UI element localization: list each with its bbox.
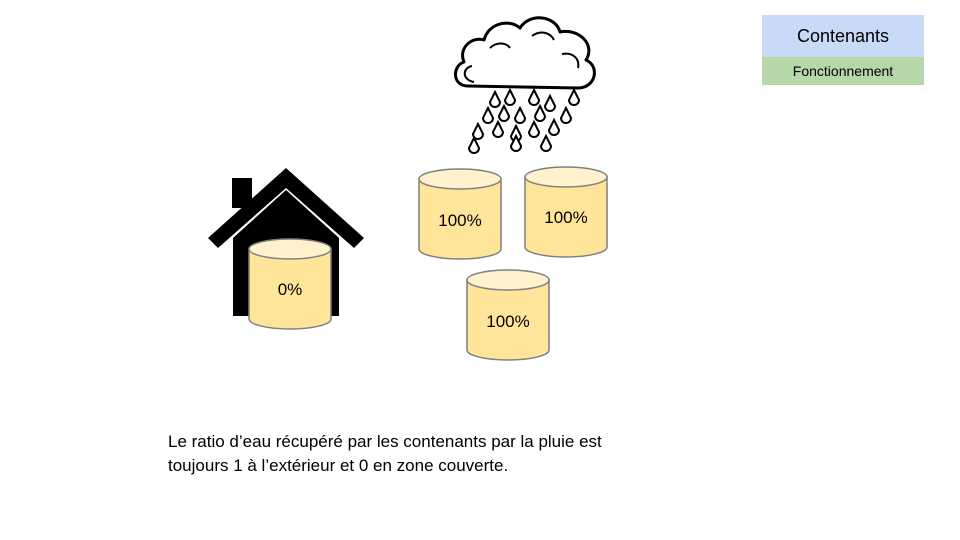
caption-text: Le ratio d’eau récupéré par les contenan… [168,430,688,478]
outdoor-barrel-1-label: 100% [438,211,482,230]
containers-tab-label: Contenants [796,25,890,46]
caption-line-1: Le ratio d’eau récupéré par les contenan… [168,432,602,451]
caption-line-2: toujours 1 à l’extérieur et 0 en zone co… [168,456,509,475]
indoor-barrel-label: 0% [277,280,303,299]
outdoor-barrel-3: 100% [466,269,550,361]
outdoor-barrel-2-label: 100% [544,208,588,227]
rain-cloud-icon [454,16,596,154]
operation-tab-label: Fonctionnement [792,63,894,79]
containers-tab[interactable]: Contenants [762,15,924,57]
outdoor-barrel-2: 100% [524,166,608,258]
operation-tab[interactable]: Fonctionnement [762,57,924,85]
outdoor-barrel-3-label: 100% [486,312,530,331]
outdoor-barrel-1: 100% [418,168,502,260]
indoor-barrel: 0% [248,238,332,330]
